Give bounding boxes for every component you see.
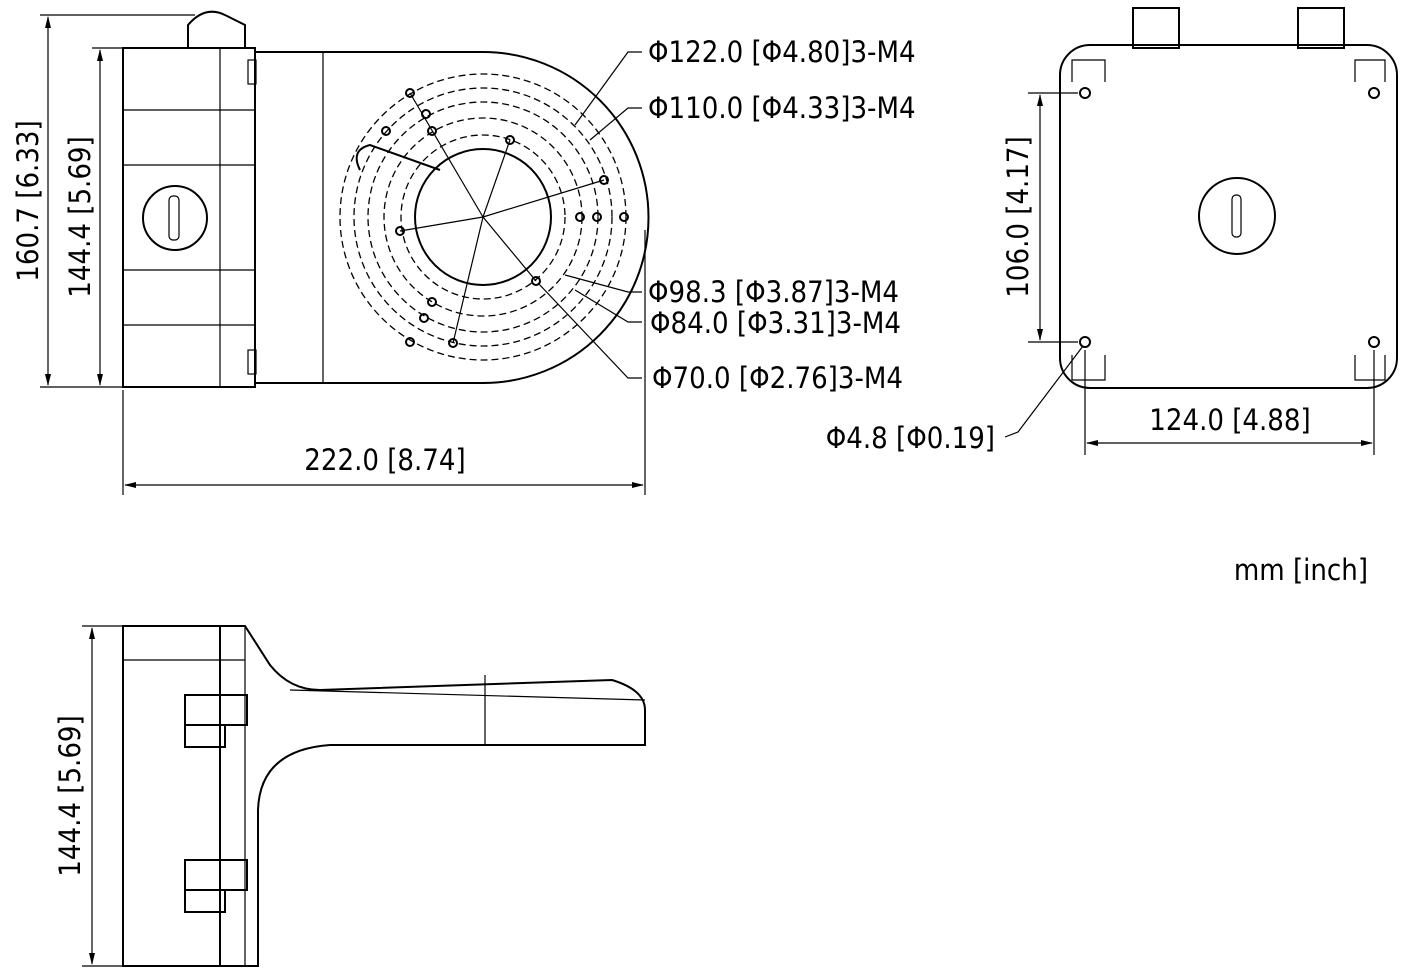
- dim-phi84: Φ84.0 [Φ3.31]3-M4: [650, 306, 901, 340]
- dim-hole-vertical: 106.0 [4.17]: [1001, 136, 1035, 297]
- bracket-arm-profile: [220, 625, 646, 967]
- junction-box-side: [122, 47, 256, 388]
- clamp-right: [1297, 7, 1345, 49]
- bracket-arm: [255, 51, 650, 384]
- dim-phi122: Φ122.0 [Φ4.80]3-M4: [648, 35, 916, 69]
- cable-gland: [1198, 177, 1276, 255]
- top-view: Φ122.0 [Φ4.80]3-M4 Φ110.0 [Φ4.33]3-M4 Φ9…: [11, 10, 916, 495]
- dim-hole-diameter: Φ4.8 [Φ0.19]: [826, 421, 995, 455]
- corner-holes: [1079, 87, 1380, 348]
- side-view: 144.4 [5.69]: [53, 625, 646, 967]
- dim-phi70: Φ70.0 [Φ2.76]3-M4: [652, 361, 903, 395]
- dim-phi110: Φ110.0 [Φ4.33]3-M4: [648, 91, 916, 125]
- dim-width: 222.0 [8.74]: [304, 443, 465, 477]
- clamp-lower: [184, 859, 248, 891]
- box-back-plate: [1059, 44, 1398, 389]
- units-label: mm [inch]: [1234, 553, 1368, 587]
- mounting-holes: [381, 88, 629, 348]
- cable-slot: [355, 143, 441, 171]
- box-side: [122, 625, 221, 967]
- cable-gland-cap: [142, 185, 208, 251]
- dim-hole-horizontal: 124.0 [4.88]: [1149, 403, 1310, 437]
- dim-side-height: 144.4 [5.69]: [53, 715, 87, 876]
- dim-phi98: Φ98.3 [Φ3.87]3-M4: [648, 275, 899, 309]
- dim-overall-height: 160.7 [6.33]: [11, 120, 45, 281]
- clamp-upper: [184, 694, 248, 726]
- back-view: 106.0 [4.17] 124.0 [4.88] Φ4.8 [Φ0.19]: [826, 7, 1398, 455]
- center-cable-hole: [414, 148, 552, 286]
- mount-tab: [187, 10, 246, 48]
- clamp-left: [1132, 7, 1180, 49]
- dim-box-height: 144.4 [5.69]: [63, 136, 97, 297]
